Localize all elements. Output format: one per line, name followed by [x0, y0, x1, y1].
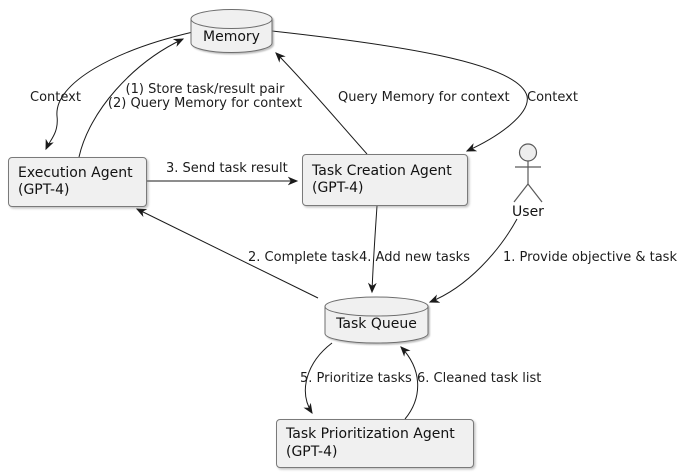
node-task-creation-agent: Task Creation Agent (GPT-4) [302, 154, 468, 206]
edge-label-cleaned-task-list: 6. Cleaned task list [417, 371, 542, 386]
edge-prioritization-to-queue-cleaned [400, 346, 419, 420]
task-creation-agent-subtitle: (GPT-4) [312, 180, 364, 196]
task-prioritization-agent-title: Task Prioritization Agent [286, 426, 455, 442]
task-queue-cylinder [324, 296, 429, 344]
edge-label-provide-objective: 1. Provide objective & task [503, 250, 677, 265]
user-label: User [512, 204, 544, 220]
edge-queue-to-prioritization [303, 342, 333, 415]
edge-label-query-memory: Query Memory for context [338, 90, 510, 105]
edge-label-context-left: Context [30, 90, 81, 105]
execution-agent-title: Execution Agent [18, 164, 133, 181]
edge-queue-to-execution-complete [135, 208, 319, 299]
edge-label-complete-task: 2. Complete task [248, 250, 359, 265]
edge-creation-to-memory-query [275, 52, 368, 155]
memory-cylinder [190, 9, 273, 53]
node-task-prioritization-agent: Task Prioritization Agent (GPT-4) [276, 419, 474, 468]
task-queue-label: Task Queue [336, 316, 417, 332]
task-prioritization-agent-subtitle: (GPT-4) [286, 443, 338, 460]
execution-agent-subtitle: (GPT-4) [18, 182, 70, 198]
edge-label-store-query-line1: (1) Store task/result pair [125, 82, 285, 97]
edge-label-store-query: (1) Store task/result pair (2) Query Mem… [108, 83, 302, 110]
node-execution-agent: Execution Agent (GPT-4) [8, 157, 147, 207]
edge-memory-to-creation-context [271, 30, 528, 152]
edge-execution-to-memory-store-query [78, 38, 185, 158]
edge-label-context-right: Context [527, 90, 578, 105]
edge-label-add-new-tasks: 4. Add new tasks [359, 250, 470, 265]
user-actor-icon [513, 143, 543, 203]
edge-label-prioritize-tasks: 5. Prioritize tasks [300, 371, 412, 386]
edge-memory-to-execution-context [45, 31, 194, 151]
edge-user-to-queue-provide-objective [428, 218, 518, 303]
edge-label-store-query-line2: (2) Query Memory for context [107, 95, 303, 111]
task-creation-agent-title: Task Creation Agent [312, 162, 452, 179]
edge-label-send-task-result: 3. Send task result [166, 161, 288, 176]
memory-label: Memory [203, 29, 260, 45]
edge-creation-to-queue-add-tasks [367, 205, 378, 294]
